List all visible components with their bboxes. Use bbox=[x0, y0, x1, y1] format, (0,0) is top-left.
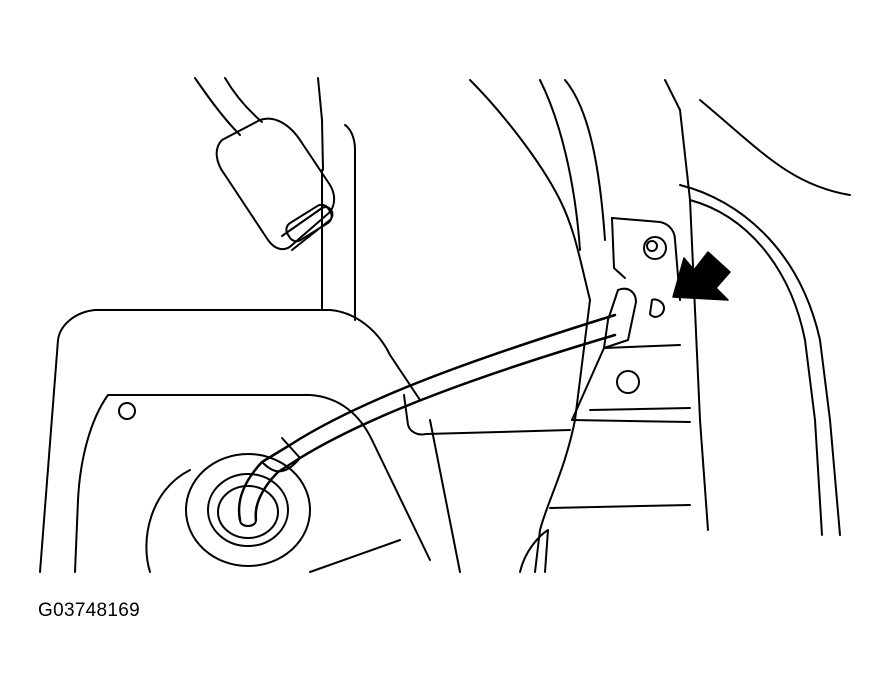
arrow-icon bbox=[672, 251, 731, 301]
door-trim-panel bbox=[469, 79, 851, 536]
lower-trim bbox=[403, 299, 691, 573]
seat-belt-buckle bbox=[194, 77, 336, 251]
speaker-housing bbox=[39, 309, 461, 573]
wire-grommet bbox=[185, 453, 311, 567]
figure-code: G03748169 bbox=[38, 600, 141, 621]
center-trim bbox=[317, 77, 356, 321]
wire-harness bbox=[237, 313, 617, 527]
mounting-bracket bbox=[571, 217, 691, 423]
